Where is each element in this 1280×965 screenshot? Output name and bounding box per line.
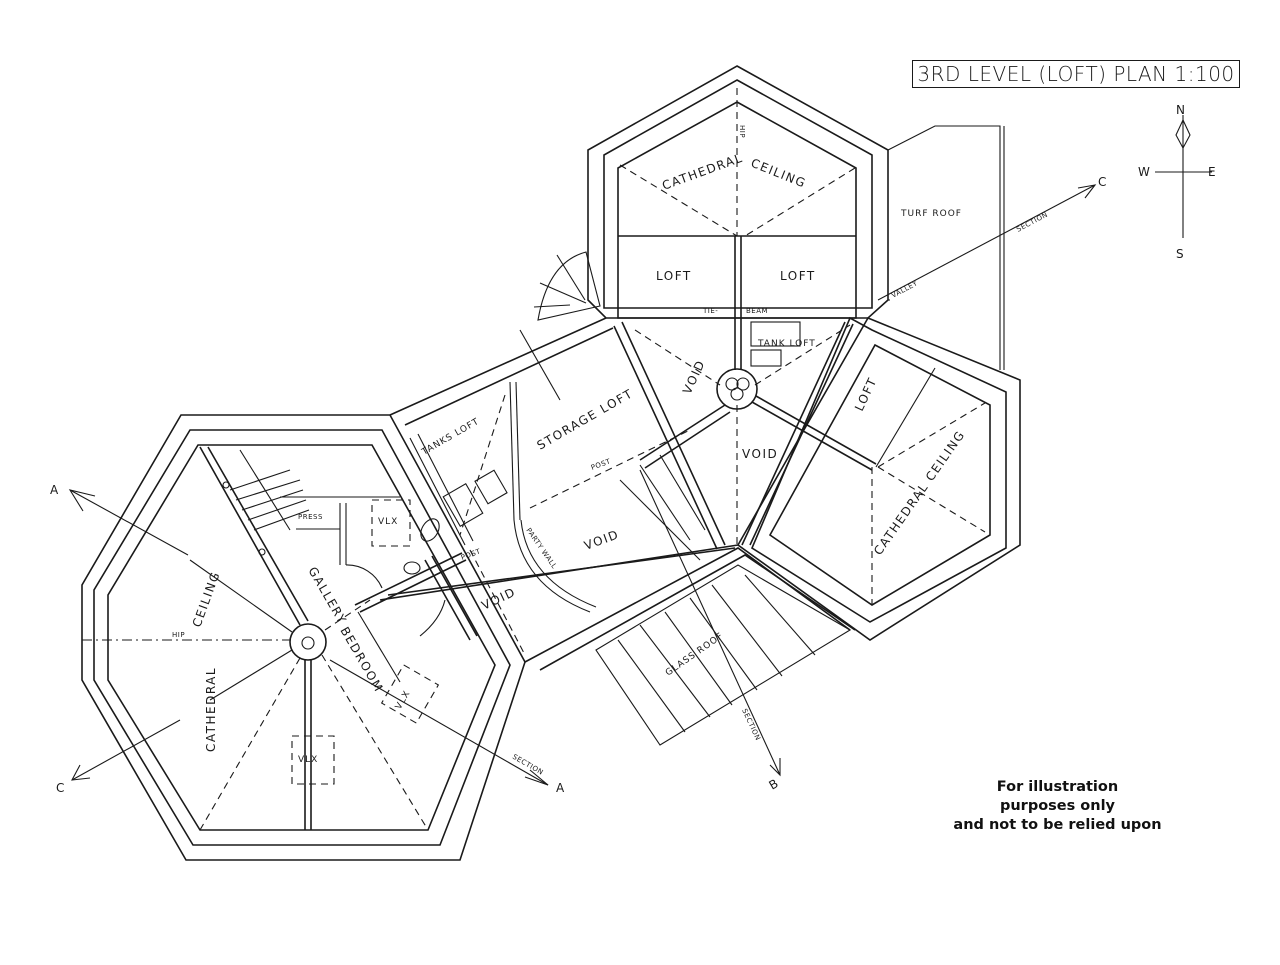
disclaimer-line-1: For illustration <box>996 779 1119 795</box>
east-loft-label: LOFT <box>852 375 880 413</box>
west-hub-column-icon <box>289 623 327 661</box>
section-b-label: B <box>767 776 782 793</box>
spiral-stair <box>533 251 601 321</box>
east-cathedral-ceiling-label: CATHEDRAL CEILING <box>871 428 968 558</box>
storage-loft-label: STORAGE LOFT <box>535 386 636 452</box>
turf-roof <box>887 125 1005 370</box>
section-c-end-label: C <box>1098 175 1108 189</box>
disclaimer-note: For illustration purposes only and not t… <box>930 778 1185 835</box>
north-ceiling-label: CEILING <box>749 156 808 191</box>
plan-title-box: 3RD LEVEL (LOFT) PLAN 1:100 <box>912 60 1240 88</box>
beam-label: BEAM <box>746 307 768 315</box>
plan-title: 3RD LEVEL (LOFT) PLAN 1:100 <box>917 62 1235 86</box>
west-ceiling-label: CEILING <box>190 569 223 629</box>
hub-column-icon <box>716 368 758 410</box>
void-center-label: VOID <box>582 527 621 553</box>
party-wall-label: PARTY WALL <box>524 527 558 571</box>
compass-w-label: W <box>1138 165 1151 179</box>
hip-label-west: HIP <box>172 631 185 639</box>
compass-s-label: S <box>1176 247 1185 261</box>
valley-label-1: VALLEY <box>890 279 919 300</box>
press-label: PRESS <box>298 513 323 521</box>
section-a-end-label: A <box>556 781 566 795</box>
central-block <box>379 317 856 671</box>
vlx-label-3: VLX <box>298 755 318 765</box>
vlx-label-1: VLX <box>378 517 398 527</box>
compass-e-label: E <box>1208 165 1217 179</box>
gallery-label: GALLERY <box>305 565 349 627</box>
void-east-label: VOID <box>742 447 778 461</box>
section-c-start-label: C <box>56 781 66 795</box>
west-pod <box>81 414 526 861</box>
north-arrow-compass-icon <box>1155 115 1212 238</box>
disclaimer-line-3: and not to be relied upon <box>953 817 1162 833</box>
tie-label: TIE- <box>702 307 718 315</box>
disclaimer-line-2: purposes only <box>999 798 1116 814</box>
hip-label-north: HIP <box>738 125 746 138</box>
tank-loft-label: TANK LOFT <box>757 339 816 349</box>
bedroom-label: BEDROOM <box>337 625 386 695</box>
west-cathedral-label: CATHEDRAL <box>204 667 218 752</box>
north-pod <box>587 65 889 370</box>
tanks-loft-label: TANKS LOFT <box>420 417 482 458</box>
north-loft-left-label: LOFT <box>656 269 692 283</box>
void-north-label: VOID <box>680 358 708 397</box>
glass-roof-label: GLASS ROOF <box>664 631 726 678</box>
section-c-text: SECTION <box>1015 211 1049 234</box>
glass-roof <box>595 564 852 746</box>
section-a-start-label: A <box>50 483 60 497</box>
north-loft-right-label: LOFT <box>780 269 816 283</box>
central-hub <box>613 321 854 550</box>
north-cathedral-label: CATHEDRAL <box>660 151 745 193</box>
vlx-label-2: VLX <box>394 689 413 712</box>
section-lines <box>68 184 1097 786</box>
turf-roof-label: TURF ROOF <box>900 209 962 219</box>
compass-n-label: N <box>1176 103 1186 117</box>
